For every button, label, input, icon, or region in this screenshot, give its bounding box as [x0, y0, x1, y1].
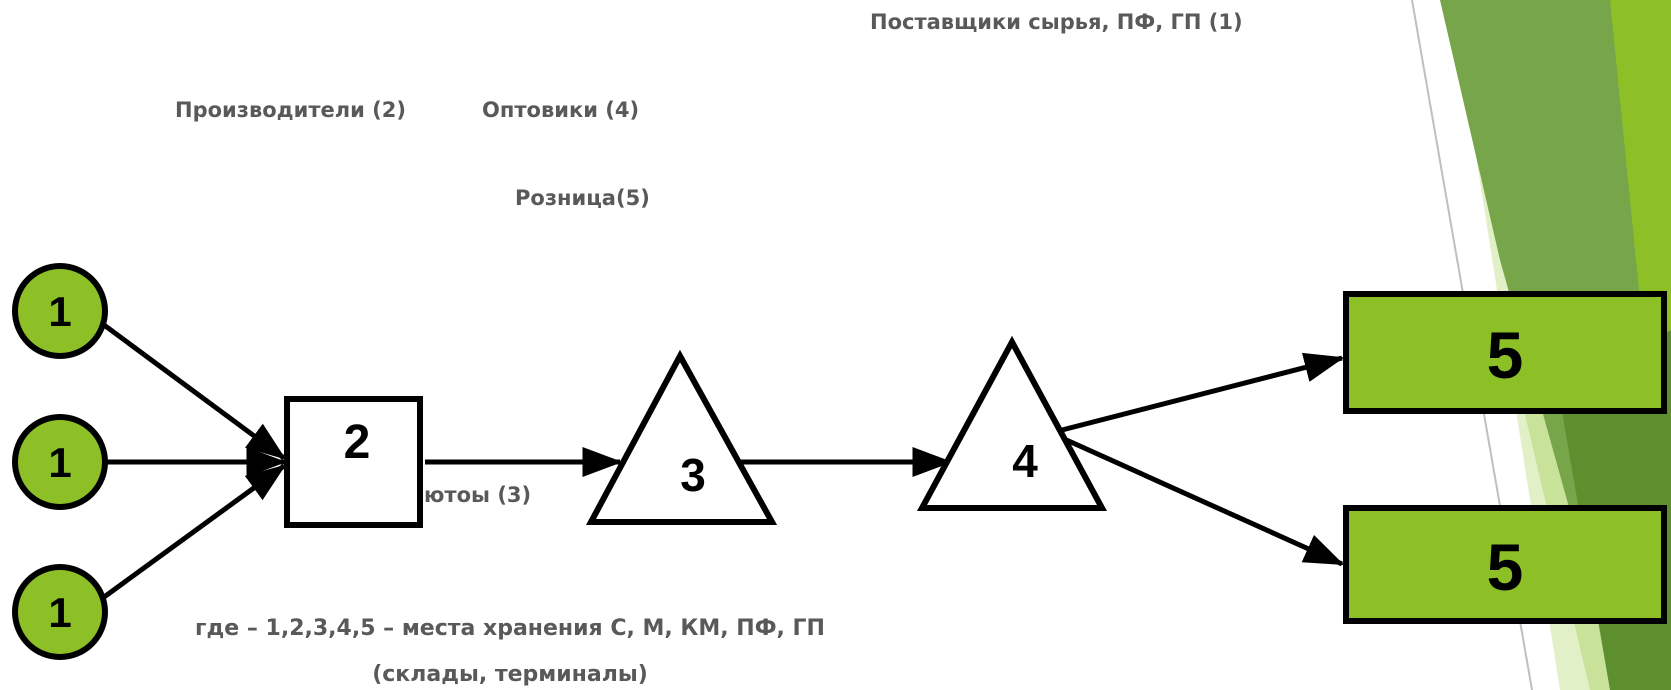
wholesalers-label: Оптовики (4)	[482, 98, 640, 122]
arrow-supplier1-to-producer	[98, 319, 287, 461]
retail-node-2: 5	[1343, 505, 1667, 624]
supplier-node-1: 1	[12, 263, 108, 359]
supplier-node-1-label: 1	[48, 288, 71, 335]
retail-node-1: 5	[1343, 291, 1667, 414]
supplier-node-3-label: 1	[48, 589, 71, 636]
arrow-wholesaler-to-retail2	[1060, 435, 1345, 567]
arrow-supplier3-to-producer	[98, 463, 287, 603]
caption-line-2: (склады, терминалы)	[372, 662, 648, 687]
producers-label: Производители (2)	[175, 98, 406, 122]
supplier-node-3: 1	[12, 564, 108, 660]
arrow-wholesaler-to-retail1	[1061, 352, 1345, 433]
retail-label: Розница(5)	[515, 186, 650, 210]
producer-node-label: 2	[344, 416, 371, 469]
supplier-node-2: 1	[12, 414, 108, 510]
supplier-node-2-label: 1	[48, 439, 71, 486]
distributor-node: 3	[585, 349, 778, 525]
producer-node: 2	[284, 396, 423, 528]
caption-line-1: где – 1,2,3,4,5 – места хранения С, М, К…	[195, 616, 825, 641]
wholesaler-node-label: 4	[1012, 435, 1038, 487]
retail-node-1-label: 5	[1487, 318, 1524, 392]
distributors-label: ютоы (3)	[424, 483, 531, 507]
wholesaler-node: 4	[916, 335, 1108, 511]
suppliers-label: Поставщики сырья, ПФ, ГП (1)	[870, 10, 1243, 34]
distributor-node-label: 3	[680, 449, 706, 501]
retail-node-2-label: 5	[1487, 530, 1524, 604]
